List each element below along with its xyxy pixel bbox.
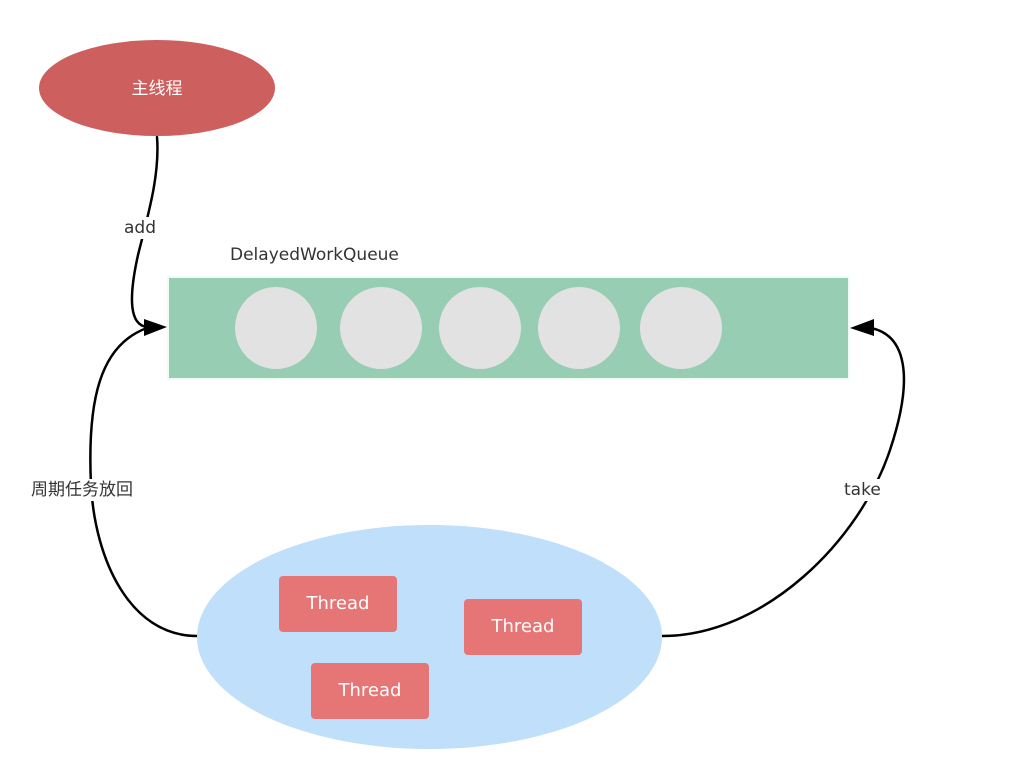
- thread-pool: [197, 525, 662, 749]
- queue-slot: [340, 287, 422, 369]
- thread-node: Thread: [311, 663, 429, 719]
- take-edge-label: take: [842, 479, 883, 501]
- queue-slot: [538, 287, 620, 369]
- thread-node: Thread: [464, 599, 582, 655]
- requeue-edge-label: 周期任务放回: [29, 479, 135, 501]
- thread-node: Thread: [279, 576, 397, 632]
- queue-slot: [439, 287, 521, 369]
- queue-slot: [235, 287, 317, 369]
- main-thread-node: [39, 40, 275, 136]
- queue-slot: [640, 287, 722, 369]
- add-edge-label: add: [122, 217, 158, 239]
- take-arrowhead-icon: [850, 319, 874, 336]
- add-arrow-line: [130, 135, 159, 329]
- add-arrowhead-icon: [144, 319, 167, 336]
- main-thread-label: 主线程: [131, 79, 183, 99]
- take-arrow-line: [660, 326, 906, 638]
- queue-title: DelayedWorkQueue: [230, 245, 399, 265]
